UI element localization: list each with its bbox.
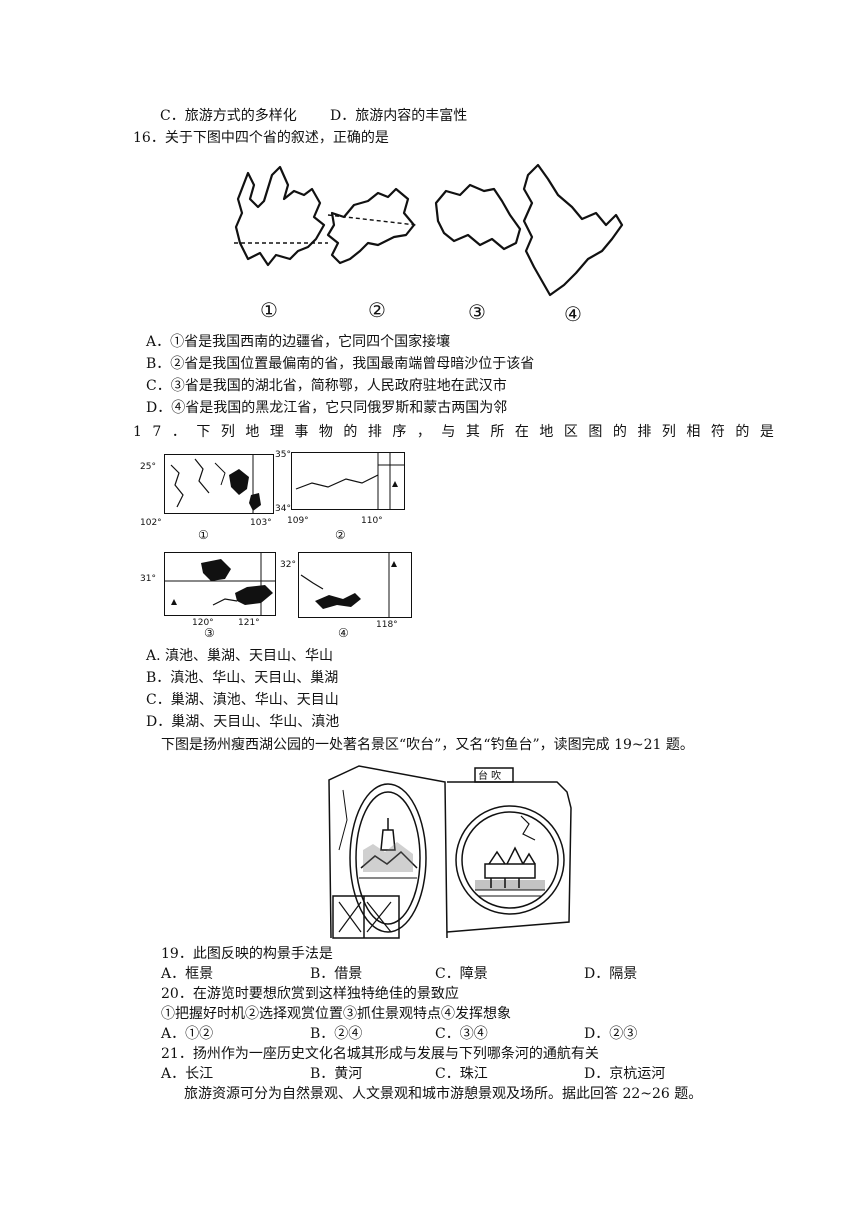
q19-option-a: A．框景 <box>161 966 214 982</box>
map1-frame <box>164 454 274 514</box>
q19-option-b: B．借景 <box>310 966 363 982</box>
q20-sub: ①把握好时机②选择观赏位置③抓住景观特点④发挥想象 <box>161 1006 511 1022</box>
q16-option-d: D．④省是我国的黑龙江省，它只同俄罗斯和蒙古两国为邻 <box>146 400 508 416</box>
q20-stem: 20．在游览时要想欣赏到这样独特绝佳的景致应 <box>161 986 459 1002</box>
lake-shape <box>229 469 249 495</box>
sign-board <box>474 767 514 783</box>
q17-option-a: A. 滇池、巢湖、天目山、华山 <box>146 648 334 664</box>
map2-lat-bottom: 34° <box>275 504 291 514</box>
q16-stem: 16．关于下图中四个省的叙述，正确的是 <box>133 130 389 146</box>
map-label-3: ③ <box>468 300 486 324</box>
q17-map-3: 31° 120° 121° ③ <box>140 546 282 640</box>
dashed-line-2 <box>327 214 417 226</box>
province-3-outline <box>434 183 522 251</box>
map2-lat-top: 35° <box>275 450 291 460</box>
q20-option-d: D．②③ <box>584 1026 638 1042</box>
right-wall <box>446 781 572 933</box>
q17-option-d: D．巢湖、天目山、华山、滇池 <box>146 714 340 730</box>
q17-map-4: 32° 118° ④ <box>280 550 420 640</box>
lake-shape <box>201 559 231 581</box>
chuitai-illustration: 台 吹 <box>325 760 583 940</box>
map4-content <box>300 553 397 617</box>
map3-content <box>165 553 275 615</box>
q15-option-d: D．旅游内容的丰富性 <box>330 108 468 124</box>
q21-stem: 21．扬州作为一座历史文化名城其形成与发展与下列哪条河的通航有关 <box>161 1046 599 1062</box>
left-wall <box>328 765 448 939</box>
q16-option-a: A．①省是我国西南的边疆省，它同四个国家接壤 <box>146 334 451 350</box>
map2-content <box>295 453 404 509</box>
map-label-4: ④ <box>564 302 582 326</box>
map1-content <box>170 455 261 513</box>
q16-option-b: B．②省是我国位置最偏南的省，我国最南端曾母暗沙位于该省 <box>146 356 535 372</box>
q21-option-b: B．黄河 <box>310 1066 363 1082</box>
q17-map-2: 35° 34° 109° 110° ② <box>275 448 415 542</box>
passage-19-21: 下图是扬州瘦西湖公园的一处著名景区“吹台”，又名“钓鱼台”，读图完成 19~21… <box>161 737 694 753</box>
sign-text: 台 吹 <box>478 771 502 782</box>
q19-stem: 19．此图反映的构景手法是 <box>161 946 333 962</box>
q16-option-c: C．③省是我国的湖北省，简称鄂，人民政府驻地在武汉市 <box>146 378 507 394</box>
chuitai-drawing <box>328 765 572 939</box>
q17-map-1: 25° 102° 103° ① <box>140 450 280 542</box>
q20-option-c: C．③④ <box>435 1026 488 1042</box>
lake-shape <box>315 593 361 609</box>
map2-frame <box>291 452 405 510</box>
map3-frame <box>164 552 276 616</box>
map3-lat: 31° <box>140 574 156 584</box>
round-window <box>455 805 565 915</box>
map3-lon-right: 121° <box>238 618 260 628</box>
map-label-1: ① <box>260 298 278 322</box>
lattice-gate <box>332 895 400 939</box>
province-outlines <box>234 163 624 297</box>
q16-province-maps: ① ② ③ ④ <box>228 155 628 330</box>
passage-22-26: 旅游资源可分为自然景观、人文景观和城市游憩景观及场所。据此回答 22~26 题。 <box>184 1086 703 1102</box>
map1-lon-right: 103° <box>250 518 272 528</box>
mountain-icon <box>391 561 397 567</box>
map1-lon-left: 102° <box>140 518 162 528</box>
map2-label: ② <box>335 528 346 542</box>
q21-option-c: C．珠江 <box>435 1066 488 1082</box>
q17-stem: 17．下列地理事物的排序，与其所在地区图的排列相符的是 <box>133 424 785 440</box>
q17-option-c: C．巢湖、滇池、华山、天目山 <box>146 692 339 708</box>
map1-lat: 25° <box>140 462 156 472</box>
province-1-outline <box>234 165 326 267</box>
map4-lat: 32° <box>280 560 296 570</box>
mountain-icon <box>171 599 177 605</box>
map3-lon-left: 120° <box>192 618 214 628</box>
map2-lon-right: 110° <box>361 516 383 526</box>
map4-label: ④ <box>338 626 349 640</box>
q19-option-c: C．障景 <box>435 966 488 982</box>
map4-frame <box>298 552 412 618</box>
q21-option-a: A．长江 <box>161 1066 214 1082</box>
map3-label: ③ <box>204 626 215 640</box>
mountain-icon <box>392 481 398 487</box>
q15-option-c: C．旅游方式的多样化 <box>160 108 297 124</box>
map-label-2: ② <box>368 298 386 322</box>
q20-option-a: A．①② <box>161 1026 214 1042</box>
map4-lon-right: 118° <box>376 620 398 630</box>
map1-label: ① <box>198 528 209 542</box>
province-4-outline <box>522 163 624 297</box>
map2-lon-left: 109° <box>287 516 309 526</box>
oval-door <box>349 783 427 933</box>
q19-option-d: D．隔景 <box>584 966 638 982</box>
q20-option-b: B．②④ <box>310 1026 363 1042</box>
province-2-outline <box>326 187 416 265</box>
q17-option-b: B．滇池、华山、天目山、巢湖 <box>146 670 339 686</box>
q21-option-d: D．京杭运河 <box>584 1066 666 1082</box>
